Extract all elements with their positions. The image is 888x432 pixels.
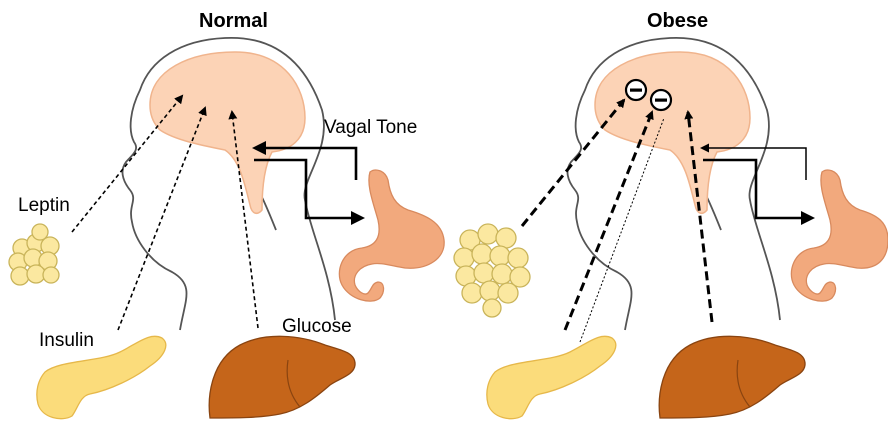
normal-fat-cells <box>9 224 59 285</box>
obese-panel-title: Obese <box>647 10 708 33</box>
obese-stomach <box>791 170 888 301</box>
insulin-label: Insulin <box>39 330 94 352</box>
inhibition-marker-1 <box>626 80 646 100</box>
vagal-tone-label: Vagal Tone <box>324 117 417 139</box>
obese-liver <box>659 336 805 418</box>
normal-vagal-efferent-arrow <box>254 160 362 218</box>
normal-panel <box>9 38 444 419</box>
normal-brain <box>150 52 305 213</box>
normal-leptin-arrow <box>72 96 182 232</box>
normal-stomach <box>339 170 444 301</box>
normal-panel-title: Normal <box>199 10 268 33</box>
normal-liver <box>209 336 355 418</box>
obese-vagal-afferent-arrow <box>702 148 806 180</box>
obese-fat-cells <box>454 224 530 317</box>
obese-pancreas <box>487 336 616 418</box>
obese-insulin-thin-line <box>580 118 664 342</box>
glucose-label: Glucose <box>282 316 352 338</box>
obese-brain <box>595 52 750 213</box>
obese-insulin-arrow <box>565 112 652 330</box>
inhibition-marker-2 <box>651 90 671 110</box>
obese-panel <box>454 38 888 419</box>
leptin-label: Leptin <box>18 195 70 217</box>
